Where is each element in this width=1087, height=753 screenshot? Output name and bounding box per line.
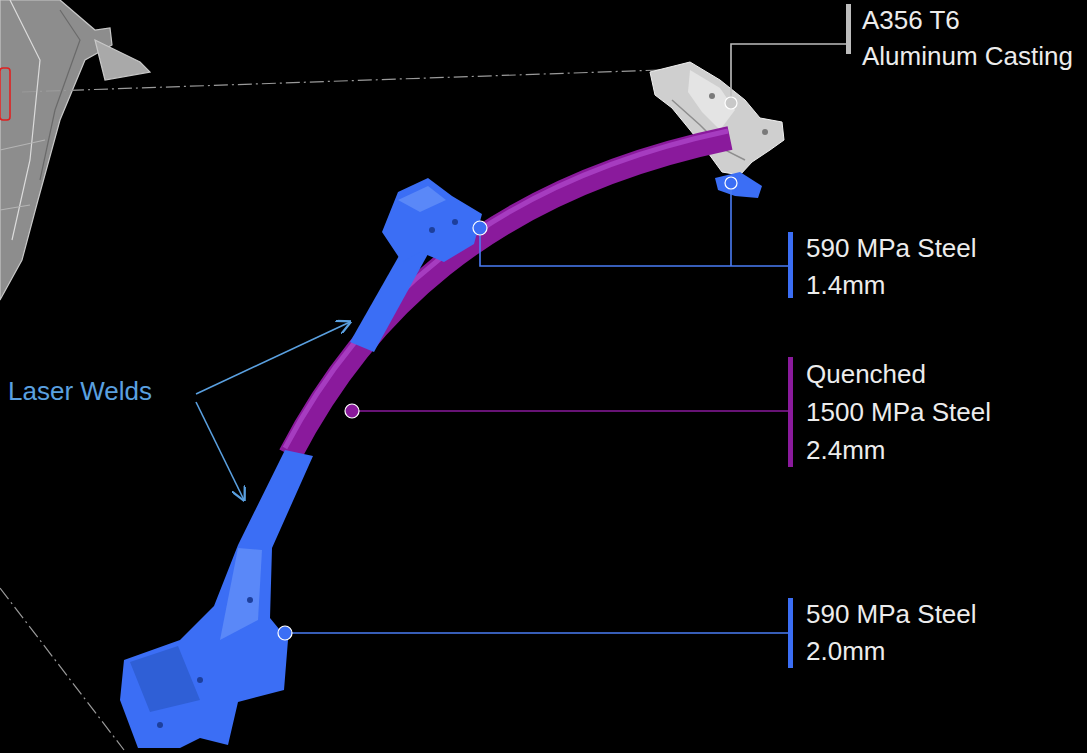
body-structure	[0, 0, 150, 300]
highlight-box	[0, 68, 10, 120]
label-line: Laser Welds	[8, 373, 152, 409]
callout-label: 590 MPa Steel 2.0mm	[806, 596, 977, 670]
zoom-line	[22, 70, 660, 92]
callout-label: A356 T6 Aluminum Casting	[862, 2, 1073, 74]
label-line: A356 T6	[862, 2, 1073, 38]
weld-label: Laser Welds	[8, 373, 152, 409]
weld-arrows	[196, 322, 350, 500]
callout-bars	[788, 4, 851, 668]
tube-highlight	[285, 131, 728, 448]
label-line: 2.0mm	[806, 633, 977, 670]
upper-steel-part	[350, 178, 482, 352]
label-line: 590 MPa Steel	[806, 596, 977, 633]
steel-bracket	[715, 172, 762, 198]
callout-dots	[278, 97, 737, 640]
label-line: Quenched	[806, 355, 991, 393]
lower-steel-part	[120, 450, 313, 748]
label-line: 1.4mm	[806, 267, 977, 304]
callout-label: 590 MPa Steel 1.4mm	[806, 230, 977, 304]
quenched-tube	[290, 138, 730, 455]
callout-label: Quenched 1500 MPa Steel 2.4mm	[806, 355, 991, 469]
label-line: 1500 MPa Steel	[806, 393, 991, 431]
label-line: Aluminum Casting	[862, 38, 1073, 74]
zoom-line	[0, 588, 124, 750]
callout-leaders	[285, 44, 846, 633]
label-line: 2.4mm	[806, 431, 991, 469]
label-line: 590 MPa Steel	[806, 230, 977, 267]
